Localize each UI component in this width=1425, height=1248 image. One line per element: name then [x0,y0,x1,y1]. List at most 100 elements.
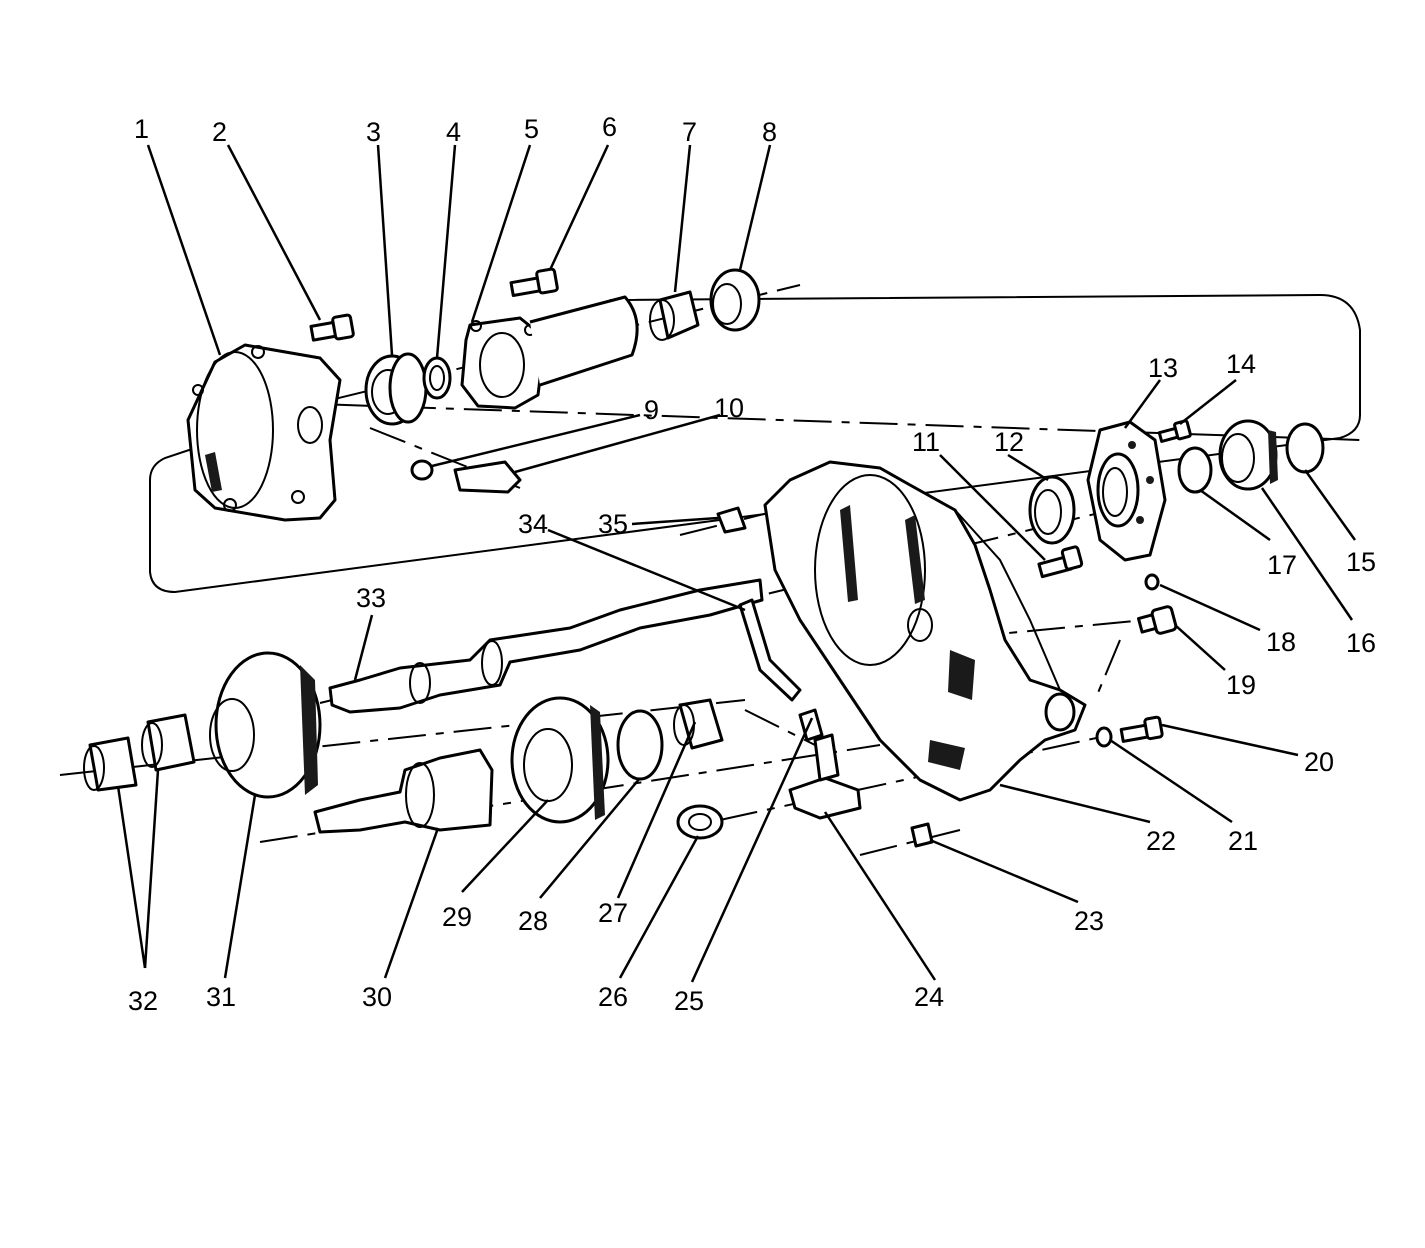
retainer-plate [460,316,547,410]
ball-bearing [364,352,428,426]
needle-bearing [673,698,724,750]
small-ring [1144,573,1160,591]
pump-bolt [1157,419,1192,443]
callout-33: 33 [356,583,386,613]
callout-5: 5 [524,114,539,144]
drain-plug [1136,605,1178,635]
leader-21 [1109,738,1233,824]
leader-12 [1007,453,1049,482]
leader-26 [618,835,700,979]
leader-27 [616,721,697,899]
drive-sprocket [1218,419,1278,491]
callout-20: 20 [1304,747,1334,777]
leader-5 [470,144,532,323]
callout-32: 32 [128,986,158,1016]
leader-7 [673,144,692,293]
callout-14: 14 [1226,349,1256,379]
oil-pump [1086,420,1167,562]
leader-31 [223,794,257,979]
leader-17 [1199,488,1271,542]
leader-8 [738,144,772,271]
callout-23: 23 [1074,906,1104,936]
leader-4 [435,144,457,359]
leader-6 [548,144,610,271]
countershaft [313,748,494,834]
bearing-retainer-ring [422,356,452,400]
callout-2: 2 [212,117,227,147]
snap-ring-outer [1285,422,1325,474]
callout-13: 13 [1148,353,1178,383]
bushing [649,290,700,341]
leader-19 [1174,624,1226,671]
callout-9: 9 [644,395,659,425]
drive-gear [209,651,322,799]
leader-2 [226,144,322,321]
front-case-outline [149,293,1361,594]
callout-28: 28 [518,906,548,936]
leader-13 [1123,379,1162,429]
front-output-seal [1028,475,1076,545]
retainer-bolt [509,267,559,298]
washer [1095,726,1113,748]
leader-18 [1159,583,1261,632]
callout-8: 8 [762,117,777,147]
leader-30 [383,827,440,979]
output-seal [709,268,761,332]
shift-seal [676,804,724,840]
leader-32b [143,769,160,969]
leader-24 [823,811,937,981]
leader-9 [431,413,641,468]
callout-16: 16 [1346,628,1376,658]
leader-35 [631,516,719,526]
main-shaft [328,578,764,714]
mainshaft-gear [510,696,610,824]
sensor-o-ring [410,459,434,481]
callout-35: 35 [598,509,628,539]
shift-rail [738,598,802,702]
leader-1 [146,144,222,356]
leader-23 [929,838,1079,904]
leader-16 [1260,487,1354,621]
output-tube [529,295,639,387]
leader-32a [116,785,147,969]
callout-18: 18 [1266,627,1296,657]
leader-20 [1161,723,1299,757]
callout-25: 25 [674,986,704,1016]
callout-22: 22 [1146,826,1176,856]
callout-34: 34 [518,509,548,539]
snap-ring-inner [1177,446,1213,494]
callout-26: 26 [598,982,628,1012]
callout-30: 30 [362,982,392,1012]
leader-15 [1303,469,1357,541]
leader-14 [1179,379,1237,425]
callout-12: 12 [994,427,1024,457]
shift-fork [788,733,862,820]
callout-7: 7 [682,117,697,147]
callout-31: 31 [206,982,236,1012]
speed-sensor [453,460,522,494]
leader-33 [353,614,374,681]
callout-4: 4 [446,117,461,147]
leader-29 [461,799,549,893]
needle-bearings [83,713,196,792]
gear-snap-ring [616,709,664,781]
callout-labels: 1 2 3 4 5 6 7 8 9 10 11 12 13 14 15 16 1… [128,112,1376,1016]
callout-15: 15 [1346,547,1376,577]
callout-27: 27 [598,898,628,928]
leader-28 [539,777,641,899]
callout-21: 21 [1228,826,1258,856]
leader-22 [999,783,1151,824]
leader-10 [514,413,721,474]
callout-19: 19 [1226,670,1256,700]
leader-lines [116,144,1357,983]
dowel-pin [910,822,934,848]
callout-24: 24 [914,982,944,1012]
leader-11 [939,454,1046,561]
case-dowel [716,506,747,534]
case-bolt [1037,545,1084,579]
callout-10: 10 [714,393,744,423]
callout-3: 3 [366,117,381,147]
transfer-case-half [763,460,1087,802]
leader-25 [690,717,814,983]
